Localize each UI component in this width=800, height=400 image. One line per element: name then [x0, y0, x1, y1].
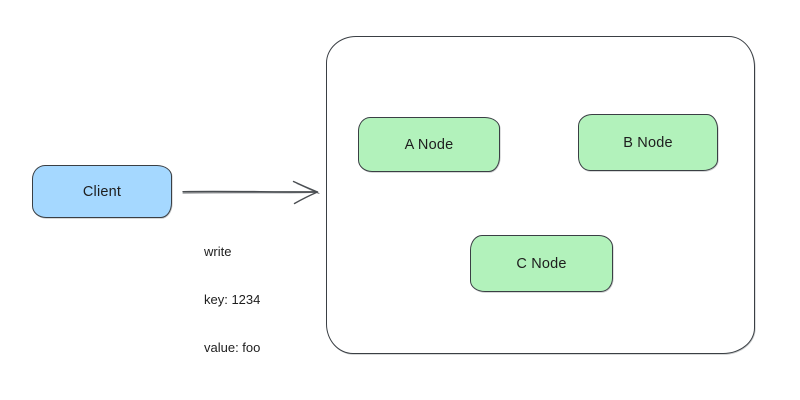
arrow-label-line-1: write: [204, 244, 232, 259]
arrow-label-line-2: key: 1234: [204, 292, 261, 307]
write-arrow: [182, 180, 320, 205]
node-b: B Node: [578, 114, 718, 171]
node-c-label: C Node: [516, 255, 567, 272]
client-node: Client: [32, 165, 172, 218]
node-c: C Node: [470, 235, 613, 292]
cluster-container: [326, 36, 755, 354]
client-label: Client: [82, 183, 122, 200]
node-b-label: B Node: [623, 134, 673, 151]
arrow-label-line-3: value: foo: [204, 340, 261, 355]
node-a: A Node: [358, 117, 500, 172]
node-a-label: A Node: [404, 136, 454, 153]
arrow-label: write key: 1234 value: foo: [204, 212, 260, 388]
